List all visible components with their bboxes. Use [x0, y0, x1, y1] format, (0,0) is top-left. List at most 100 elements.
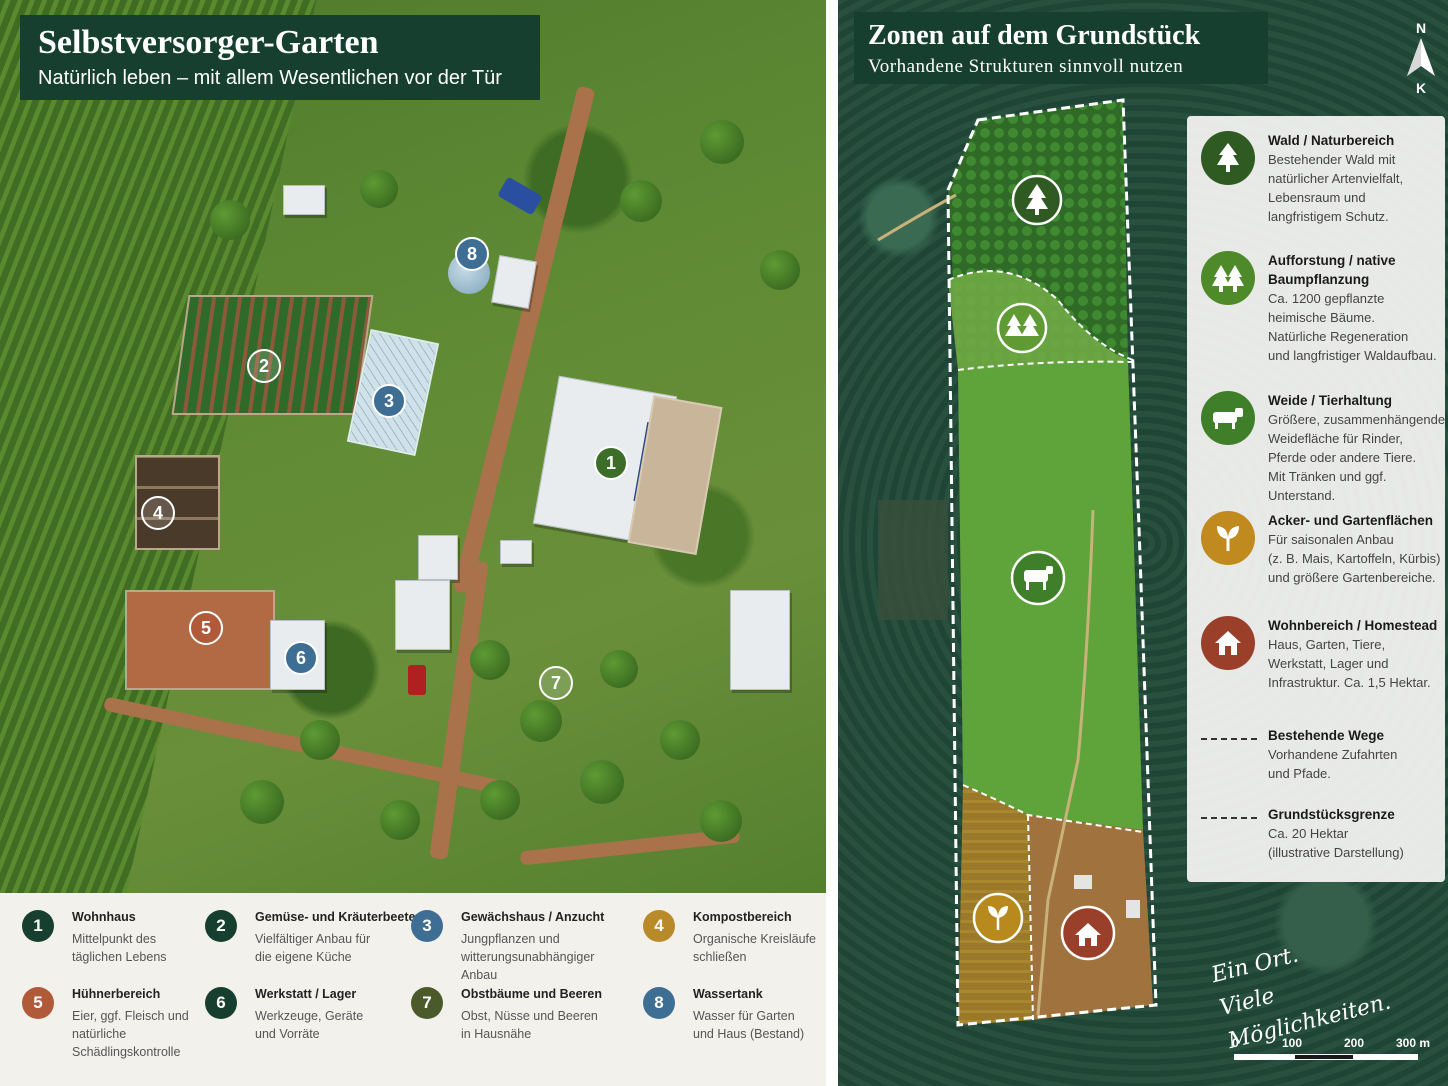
tractor — [408, 665, 426, 695]
legend-title: Werkstatt / Lager — [255, 987, 357, 1001]
legend-title: Wassertank — [693, 987, 763, 1001]
map-marker-4[interactable]: 4 — [141, 496, 175, 530]
legend-description: Vielfältiger Anbau für die eigene Küche — [255, 932, 371, 964]
orchard-tree — [620, 180, 662, 222]
map-marker-3[interactable]: 3 — [372, 384, 406, 418]
scale-bar: 0 100 200 300 m — [1232, 1036, 1442, 1066]
zone-title: Grundstücksgrenze — [1268, 807, 1395, 822]
zone-description: Ca. 1200 gepflanzte heimische Bäume. Nat… — [1268, 291, 1437, 363]
zone-description: Haus, Garten, Tiere, Werkstatt, Lager un… — [1268, 637, 1431, 690]
zones-title: Zonen auf dem Grundstück — [868, 20, 1201, 51]
scale-label: 200 — [1344, 1036, 1365, 1050]
orchard-tree — [300, 720, 340, 760]
scale-segment — [1234, 1054, 1294, 1060]
legend-item-2: 2 Gemüse- und Kräuterbeete Vielfältiger … — [205, 910, 415, 1000]
map-marker-8[interactable]: 8 — [455, 237, 489, 271]
legend-description: Jungpflanzen und witterungsunabhängiger … — [461, 932, 595, 982]
legend-description: Obst, Nüsse und Beeren in Hausnähe — [461, 1009, 598, 1041]
zone-legend: Wald / Naturbereich Bestehender Wald mit… — [1187, 116, 1445, 882]
zone-description: Bestehender Wald mit natürlicher Artenvi… — [1268, 152, 1404, 224]
map-marker-2[interactable]: 2 — [247, 349, 281, 383]
garden-legend: 1 Wohnhaus Mittelpunkt des täglichen Leb… — [0, 893, 826, 1086]
zone-title: Acker- und Gartenflächen — [1268, 513, 1434, 528]
orchard-tree — [580, 760, 624, 804]
marker-number: 3 — [383, 390, 394, 411]
orchard-tree — [470, 640, 510, 680]
orchard-tree — [760, 250, 800, 290]
sprout-icon — [1201, 511, 1255, 565]
barn-roof — [730, 590, 790, 690]
marker-number: 6 — [295, 647, 306, 668]
zone-title: Aufforstung / native Baumpflanzung — [1268, 253, 1396, 287]
legend-item-7: 7 Obstbäume und Beeren Obst, Nüsse und B… — [411, 987, 611, 1077]
scale-segment — [1294, 1054, 1354, 1060]
orchard-tree — [700, 800, 742, 842]
dashed-line-icon — [1201, 817, 1257, 819]
access-path-west — [877, 193, 957, 242]
compass-north: N — [1415, 20, 1427, 36]
orchard-tree — [240, 780, 284, 824]
page-subtitle: Natürlich leben – mit allem Wesentlichen… — [38, 67, 502, 89]
property-boundary — [946, 98, 1158, 1027]
legend-item-5: 5 Hühnerbereich Eier, ggf. Fleisch und n… — [22, 987, 222, 1077]
zones-map — [877, 98, 1158, 1027]
legend-description: Eier, ggf. Fleisch und natürliche Schädl… — [72, 1009, 189, 1059]
map-marker-7[interactable]: 7 — [539, 666, 573, 700]
zones-subtitle: Vorhandene Strukturen sinnvoll nutzen — [868, 56, 1184, 77]
map-marker-6[interactable]: 6 — [284, 641, 318, 675]
zone-description: Größere, zusammenhängende Weidefläche fü… — [1268, 412, 1446, 503]
compass-south: K — [1415, 80, 1427, 96]
access-path — [1036, 509, 1095, 1016]
right-panel: Zonen auf dem Grundstück Vorhandene Stru… — [838, 0, 1448, 1086]
storage-roof-1 — [418, 535, 458, 580]
zone-description: Für saisonalen Anbau (z. B. Mais, Kartof… — [1268, 532, 1441, 585]
legend-badge: 5 — [22, 987, 54, 1019]
compass: N K — [1403, 20, 1439, 96]
marker-number: 2 — [258, 355, 269, 376]
orchard-tree — [360, 170, 398, 208]
map-marker-5[interactable]: 5 — [189, 611, 223, 645]
orchard-tree — [600, 650, 638, 688]
right-title-box: Zonen auf dem Grundstück Vorhandene Stru… — [854, 12, 1268, 84]
zone-border — [957, 360, 1134, 371]
legend-description: Organische Kreisläufe schließen — [693, 932, 816, 964]
legend-item-3: 3 Gewächshaus / Anzucht Jungpflanzen und… — [411, 910, 611, 1000]
legend-title: Gewächshaus / Anzucht — [461, 910, 605, 924]
scale-label: 300 m — [1396, 1036, 1431, 1050]
zone-border — [947, 270, 1134, 361]
legend-title: Wohnhaus — [72, 910, 136, 924]
map-tree-icon — [1011, 174, 1063, 226]
legend-badge: 8 — [643, 987, 675, 1019]
legend-item-1: 1 Wohnhaus Mittelpunkt des täglichen Leb… — [22, 910, 222, 1000]
legend-badge: 7 — [411, 987, 443, 1019]
map-trees-icon — [996, 302, 1048, 354]
legend-badge: 4 — [643, 910, 675, 942]
legend-item-8: 8 Wassertank Wasser für Garten und Haus … — [643, 987, 826, 1077]
left-title-box: Selbstversorger-Garten Natürlich leben –… — [20, 15, 540, 100]
map-marker-1[interactable]: 1 — [594, 446, 628, 480]
cow-icon — [1201, 391, 1255, 445]
map-cow-icon — [1010, 550, 1066, 606]
neighbor-plot — [878, 500, 948, 620]
car — [497, 176, 543, 216]
legend-badge: 6 — [205, 987, 237, 1019]
orchard-tree — [480, 780, 520, 820]
page-title: Selbstversorger-Garten — [38, 24, 379, 61]
orchard-tree — [210, 200, 250, 240]
legend-title: Gemüse- und Kräuterbeete — [255, 910, 416, 924]
aerial-garden-photo: 1 2 3 4 5 6 7 8 — [0, 0, 826, 893]
legend-title: Obstbäume und Beeren — [461, 987, 602, 1001]
legend-item-4: 4 Kompostbereich Organische Kreisläufe s… — [643, 910, 826, 1000]
zone-border — [1027, 814, 1034, 1021]
marker-number: 7 — [550, 672, 561, 693]
homestead-building — [1126, 900, 1140, 918]
orchard-tree — [520, 700, 562, 742]
orchard-tree — [660, 720, 700, 760]
scale-segment — [1354, 1054, 1418, 1060]
map-house-icon — [1060, 905, 1116, 961]
zone-title: Bestehende Wege — [1268, 728, 1385, 743]
orchard-tree — [380, 800, 420, 840]
tree-icon — [1201, 131, 1255, 185]
scale-label: 0 — [1232, 1036, 1239, 1050]
zone-title: Weide / Tierhaltung — [1268, 393, 1393, 408]
